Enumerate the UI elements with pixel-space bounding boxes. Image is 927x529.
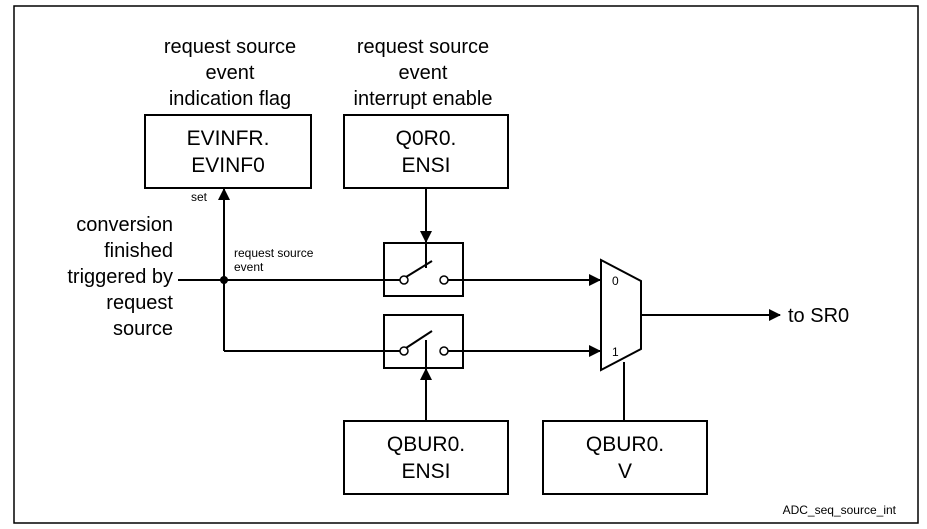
input-label-line-4: request xyxy=(106,292,173,314)
qbur-v-box-line-1: QBUR0. xyxy=(586,433,664,456)
event-label-line-2: event xyxy=(234,260,264,274)
qbur-ensi-box-line-2: ENSI xyxy=(401,460,450,483)
flag-title-line-2: event xyxy=(206,62,255,84)
evinfr-evinf0-box: EVINFR. EVINF0 xyxy=(144,114,312,189)
multiplexer: 0 1 xyxy=(600,258,642,372)
diagram-frame xyxy=(13,5,919,524)
set-label: set xyxy=(191,190,208,204)
q0r0-box-line-1: Q0R0. xyxy=(396,127,457,150)
flag-title-line-1: request source xyxy=(164,36,296,58)
enable-title-line-2: event xyxy=(399,62,448,84)
mux-input-0-label: 0 xyxy=(612,274,619,288)
event-label-line-1: request source xyxy=(234,246,314,260)
qbur0-ensi-box: QBUR0. ENSI xyxy=(343,420,509,495)
qbur-v-box-line-2: V xyxy=(618,460,632,483)
upper-switch xyxy=(383,242,464,297)
lower-switch xyxy=(383,314,464,369)
input-label-line-3: triggered by xyxy=(67,266,173,288)
input-label-line-2: finished xyxy=(104,240,173,262)
qbur0-v-box: QBUR0. V xyxy=(542,420,708,495)
input-label-line-5: source xyxy=(113,318,173,340)
q0r0-ensi-box: Q0R0. ENSI xyxy=(343,114,509,189)
output-label: to SR0 xyxy=(788,305,849,327)
figure-id: ADC_seq_source_int xyxy=(783,503,897,517)
input-label-line-1: conversion xyxy=(76,214,173,236)
q0r0-box-line-2: ENSI xyxy=(401,154,450,177)
evinfr-box-line-2: EVINF0 xyxy=(191,154,265,177)
flag-title-line-3: indication flag xyxy=(169,88,291,110)
evinfr-box-line-1: EVINFR. xyxy=(187,127,270,150)
enable-title-line-1: request source xyxy=(357,36,489,58)
mux-input-1-label: 1 xyxy=(612,345,619,359)
qbur-ensi-box-line-1: QBUR0. xyxy=(387,433,465,456)
enable-title-line-3: interrupt enable xyxy=(354,88,493,110)
